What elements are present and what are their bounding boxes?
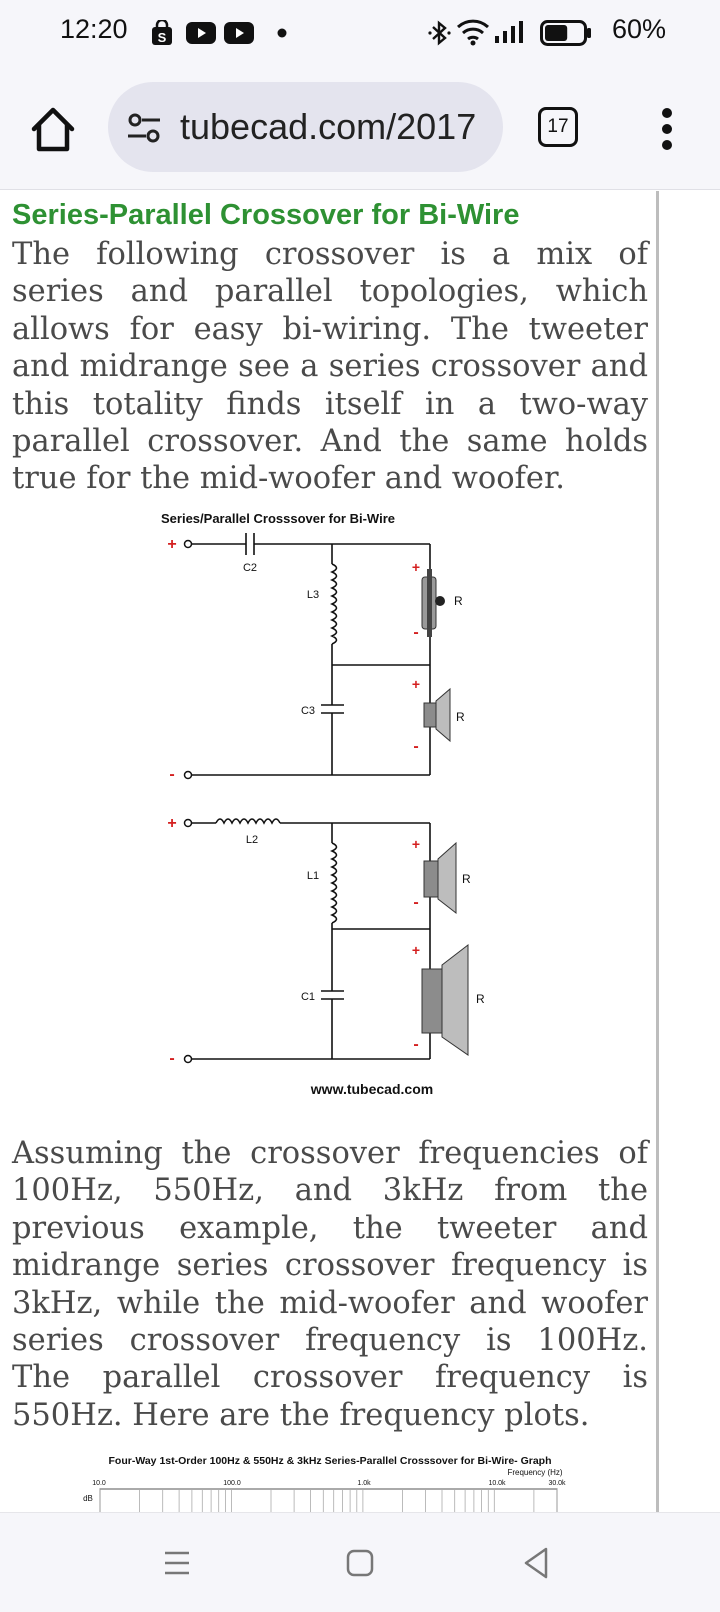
home-nav-icon[interactable] — [345, 1543, 375, 1583]
youtube-icon — [186, 22, 216, 44]
plus-terminal-label: + — [167, 536, 176, 553]
graph-ylabel: dB — [83, 1494, 93, 1503]
label-c3: C3 — [301, 705, 315, 717]
woofer-speaker-icon — [421, 943, 469, 1056]
status-time: 12:20 — [60, 14, 128, 44]
bluetooth-icon — [428, 20, 451, 46]
graph-tick: 100.0 — [223, 1480, 241, 1487]
shopping-bag-icon: S — [152, 20, 172, 45]
minus-terminal-label: - — [169, 766, 174, 783]
label-c1: C1 — [301, 991, 315, 1003]
label-r: R — [454, 594, 463, 608]
mid-woofer-speaker-icon — [423, 841, 457, 915]
paragraph-intro: The following crossover is a mix of seri… — [12, 237, 648, 497]
label-c2: C2 — [243, 562, 257, 574]
signal-icon — [495, 21, 523, 43]
wifi-icon — [456, 19, 490, 46]
frequency-graph: Four-Way 1st-Order 100Hz & 550Hz & 3kHz … — [83, 1455, 566, 1512]
section-heading: Series-Parallel Crossover for Bi-Wire — [12, 199, 520, 231]
status-bar: 12:20 S 60% — [0, 0, 720, 64]
youtube-icon — [224, 22, 254, 44]
label-r: R — [456, 710, 465, 724]
label-r: R — [476, 992, 485, 1006]
back-icon[interactable] — [521, 1543, 551, 1583]
home-icon[interactable] — [28, 104, 78, 154]
web-page-content: Series-Parallel Crossover for Bi-Wire Th… — [0, 191, 660, 1512]
graph-tick: 10.0 — [92, 1480, 106, 1487]
battery-percent: 60% — [612, 14, 667, 44]
label-r: R — [462, 872, 471, 886]
site-settings-icon[interactable] — [126, 110, 162, 146]
dot-icon — [277, 28, 287, 38]
graph-xlabel: Frequency (Hz) — [507, 1468, 562, 1477]
plus-label: + — [412, 836, 420, 852]
label-l1: L1 — [307, 870, 319, 882]
plus-label: + — [412, 676, 420, 692]
url-text[interactable]: tubecad.com/2017 — [180, 106, 477, 147]
midrange-speaker-icon — [423, 687, 451, 743]
crossover-schematic: Series/Parallel Crosssover for Bi-Wire +… — [161, 511, 485, 1097]
label-l3: L3 — [307, 589, 319, 601]
plus-terminal-label: + — [167, 815, 176, 832]
plus-label: + — [412, 942, 420, 958]
label-l2: L2 — [246, 834, 258, 846]
minus-label: - — [413, 1036, 418, 1053]
plus-label: + — [412, 559, 420, 575]
system-navigation-bar — [0, 1512, 720, 1612]
tweeter-icon — [421, 569, 445, 637]
page-edge-divider — [656, 191, 659, 1512]
tab-switcher-button[interactable]: 17 — [538, 107, 578, 147]
minus-terminal-label: - — [169, 1050, 174, 1067]
graph-tick: 30.0k — [548, 1480, 566, 1487]
address-bar[interactable]: tubecad.com/2017 — [108, 82, 503, 172]
schematic-title: Series/Parallel Crosssover for Bi-Wire — [161, 511, 395, 526]
svg-text:S: S — [158, 30, 167, 45]
minus-label: - — [413, 738, 418, 755]
schematic-credit: www.tubecad.com — [310, 1081, 433, 1097]
graph-tick: 10.0k — [488, 1480, 506, 1487]
more-menu-icon[interactable] — [652, 104, 682, 154]
battery-icon — [540, 20, 591, 46]
minus-label: - — [413, 624, 418, 641]
browser-toolbar: tubecad.com/2017 17 — [0, 64, 720, 190]
minus-label: - — [413, 894, 418, 911]
paragraph-frequencies: Assuming the crossover frequencies of 10… — [12, 1136, 648, 1433]
graph-title: Four-Way 1st-Order 100Hz & 550Hz & 3kHz … — [109, 1455, 552, 1467]
recent-apps-icon[interactable] — [163, 1543, 191, 1583]
graph-tick: 1.0k — [357, 1480, 371, 1487]
